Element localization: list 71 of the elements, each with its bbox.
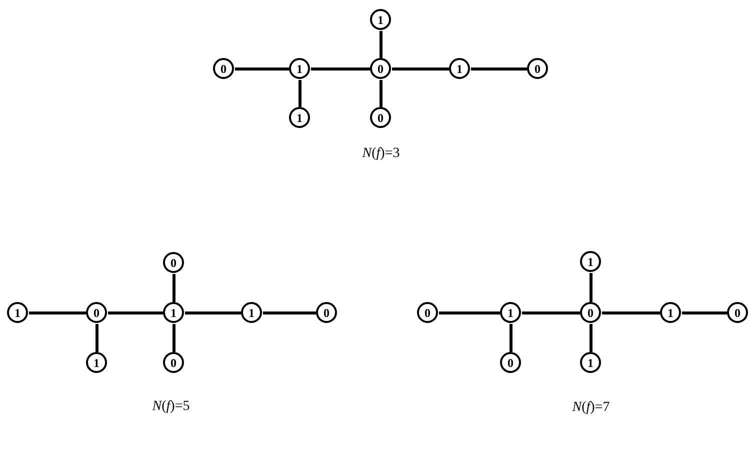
node-circle <box>289 107 310 128</box>
graph-caption: N(f)=3 <box>362 146 400 162</box>
node-value: 1 <box>170 306 176 318</box>
node-value: 0 <box>170 256 176 268</box>
connector-line <box>380 31 382 58</box>
node-value: 1 <box>14 306 20 318</box>
node-circle <box>213 58 234 79</box>
node-value: 1 <box>296 112 302 124</box>
connector-line <box>471 68 527 70</box>
connector-line <box>29 312 86 314</box>
connector-line <box>96 324 98 352</box>
graph-caption: N(f)=5 <box>152 399 190 415</box>
node-circle <box>370 58 391 79</box>
connector-line <box>590 273 592 302</box>
node-circle <box>660 302 681 323</box>
node-circle <box>316 302 337 323</box>
node-value: 1 <box>456 62 462 74</box>
connector-line <box>590 324 592 352</box>
node-circle <box>417 302 438 323</box>
node-value: 1 <box>668 306 674 318</box>
connector-line <box>682 312 727 314</box>
node-value: 0 <box>220 62 226 74</box>
graph-caption: N(f)=7 <box>572 400 610 416</box>
node-circle <box>580 352 601 373</box>
node-value: 0 <box>378 112 384 124</box>
node-circle <box>580 251 601 272</box>
node-value: 1 <box>508 306 514 318</box>
connector-line <box>172 274 176 302</box>
node-circle <box>500 352 521 373</box>
node-circle <box>370 107 391 128</box>
connector-line <box>108 312 163 314</box>
node-value: 0 <box>94 306 100 318</box>
node-value: 0 <box>534 62 540 74</box>
node-value: 1 <box>378 14 384 26</box>
node-circle <box>7 302 28 323</box>
node-circle <box>86 352 107 373</box>
node-circle <box>163 252 184 273</box>
node-value: 0 <box>508 356 514 368</box>
node-value: 1 <box>248 306 254 318</box>
node-value: 1 <box>588 356 594 368</box>
node-circle <box>500 302 521 323</box>
connector-line <box>392 68 449 70</box>
node-value: 0 <box>588 306 594 318</box>
node-value: 1 <box>296 62 302 74</box>
node-value: 0 <box>170 356 176 368</box>
connector-line <box>235 68 289 70</box>
node-circle <box>727 302 748 323</box>
node-circle <box>163 352 184 373</box>
node-circle <box>163 302 184 323</box>
node-value: 0 <box>378 62 384 74</box>
node-circle <box>580 302 601 323</box>
connector-line <box>311 68 370 70</box>
connector-line <box>263 312 316 314</box>
node-value: 0 <box>424 306 430 318</box>
connector-line <box>602 312 660 314</box>
node-value: 0 <box>734 306 740 318</box>
node-circle <box>449 58 470 79</box>
connector-line <box>522 312 580 314</box>
connector-line <box>298 80 302 107</box>
node-circle <box>527 58 548 79</box>
node-circle <box>370 9 391 30</box>
node-value: 0 <box>324 306 330 318</box>
connector-line <box>380 80 382 107</box>
node-circle <box>289 58 310 79</box>
connector-line <box>172 324 176 352</box>
node-circle <box>241 302 262 323</box>
node-value: 1 <box>588 256 594 268</box>
connector-line <box>439 312 500 314</box>
connector-line <box>185 312 241 314</box>
node-value: 1 <box>94 356 100 368</box>
node-circle <box>86 302 107 323</box>
